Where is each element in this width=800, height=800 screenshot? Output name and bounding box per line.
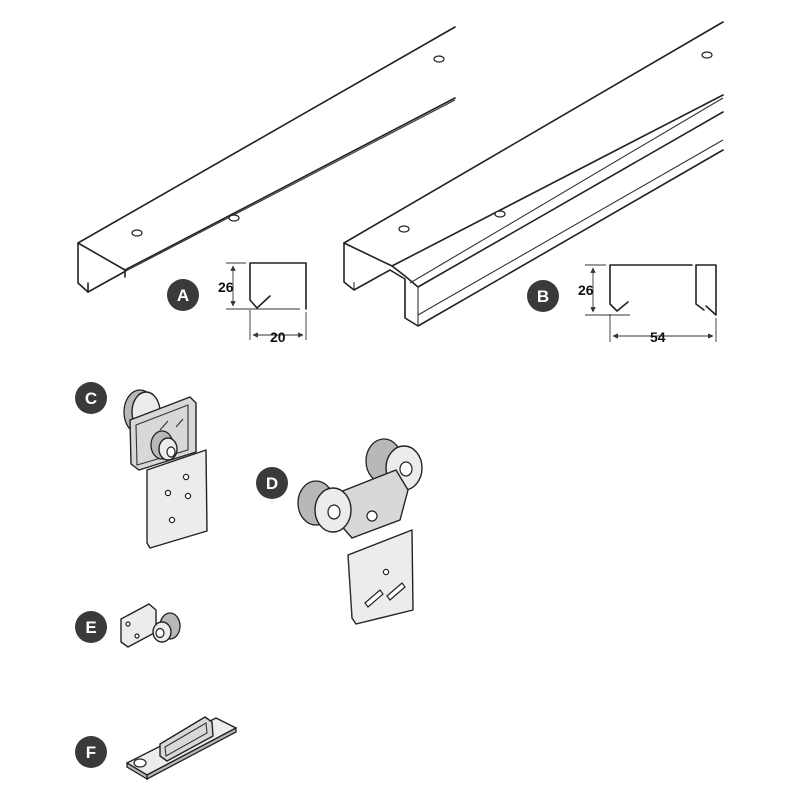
badge-d-label: D — [266, 474, 278, 493]
badge-c: C — [75, 382, 107, 414]
floor-guide-f — [126, 716, 237, 781]
dim-b-height: 26 — [578, 282, 594, 298]
badge-e-label: E — [85, 618, 96, 637]
badge-e: E — [75, 611, 107, 643]
badge-a-label: A — [177, 286, 189, 305]
dim-a-width: 20 — [270, 329, 286, 345]
badge-d: D — [256, 467, 288, 499]
badge-b-label: B — [537, 287, 549, 306]
badge-b: B — [527, 280, 559, 312]
badge-c-label: C — [85, 389, 97, 408]
badge-a: A — [167, 279, 199, 311]
badge-f: F — [75, 736, 107, 768]
roller-hanger-d — [297, 438, 423, 625]
dim-b-width: 54 — [650, 329, 666, 345]
rail-b — [343, 21, 724, 327]
dim-a-height: 26 — [218, 279, 234, 295]
profile-a: 26 20 — [218, 262, 307, 345]
profile-b: 26 54 — [578, 264, 717, 345]
guide-bracket-e — [120, 603, 181, 648]
roller-hanger-c — [123, 389, 208, 549]
rail-a — [77, 26, 456, 293]
badge-f-label: F — [86, 743, 96, 762]
